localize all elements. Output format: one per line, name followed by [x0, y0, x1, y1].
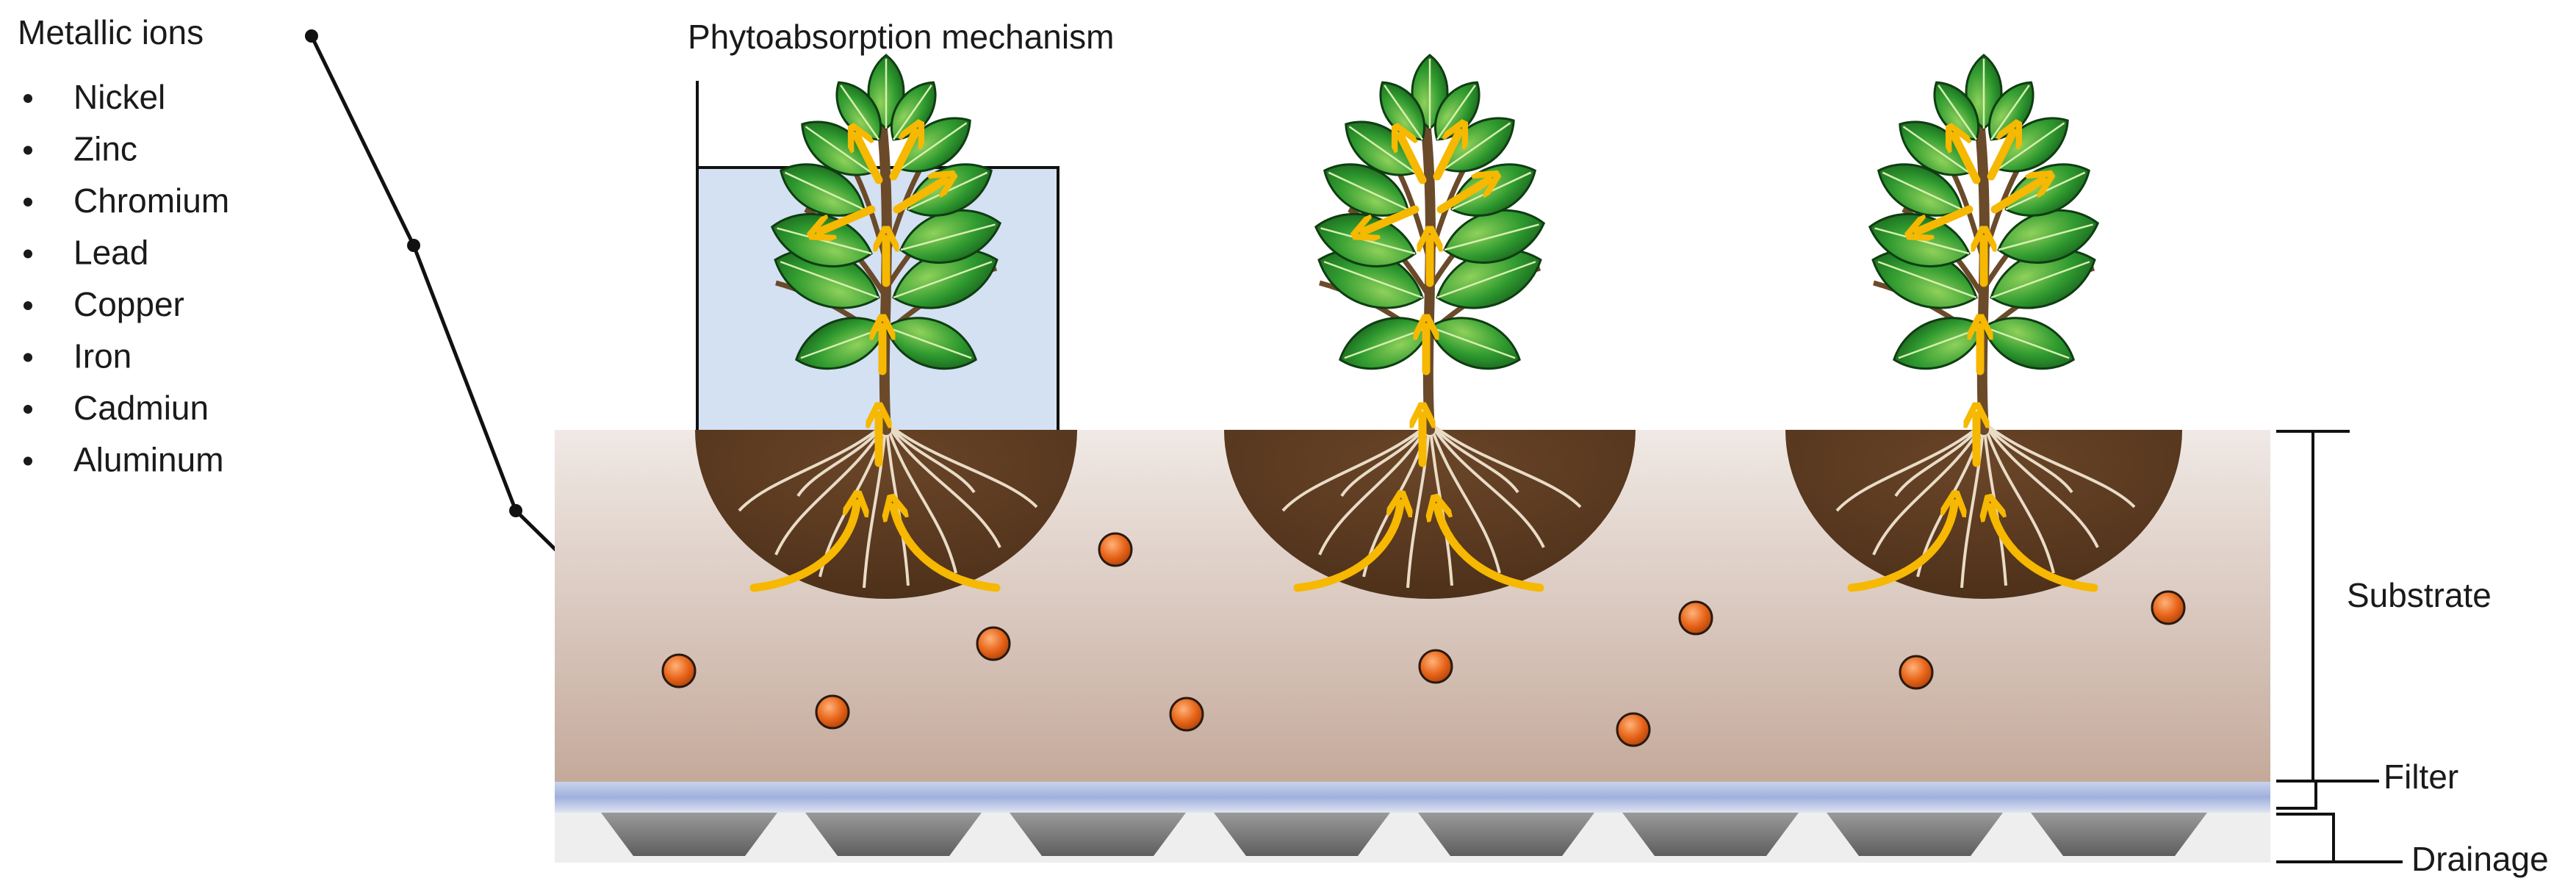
bullet-dot: [24, 249, 32, 259]
drainage-cells: [601, 813, 2207, 856]
drainage-cell: [805, 813, 982, 856]
ion-list-item: Aluminum: [24, 441, 224, 479]
uptake-arrow: [889, 132, 915, 181]
filter-layer: [555, 782, 2270, 813]
leaf: [1428, 317, 1521, 370]
metallic-ion: [815, 694, 850, 730]
plant: [1224, 54, 1636, 599]
ion-list-label: Cadmiun: [73, 389, 209, 427]
drainage-cell: [1214, 813, 1390, 856]
metallic-ions-list: Metallic ions NickelZincChromiumLeadCopp…: [18, 13, 229, 479]
metallic-ion: [1899, 655, 1934, 690]
plant: [1785, 54, 2182, 599]
plants: [695, 54, 2182, 599]
uptake-arrow: [893, 180, 945, 214]
metallic-ions-title: Metallic ions: [18, 13, 204, 51]
mechanism-highlight-box: [696, 166, 1059, 435]
ion-list-item: Copper: [24, 285, 184, 323]
ion-list-label: Zinc: [73, 130, 137, 168]
uptake-arrow: [1437, 507, 1544, 592]
ion-list-item: Chromium: [24, 181, 229, 220]
leaf: [892, 248, 999, 309]
leaf: [1990, 248, 2096, 309]
leaf: [1982, 317, 2075, 370]
uptake-arrow: [1293, 503, 1400, 592]
uptake-arrow: [1436, 180, 1489, 214]
uptake-arrow: [1847, 503, 1954, 592]
ion-list-label: Chromium: [73, 181, 229, 220]
plant: [695, 54, 1077, 599]
drainage-cell: [1010, 813, 1186, 856]
metallic-ion: [1616, 712, 1651, 747]
drainage-cell: [2031, 813, 2207, 856]
ion-list-label: Copper: [73, 285, 184, 323]
leaf: [795, 317, 888, 370]
ions: [661, 532, 2186, 747]
drainage-cell: [601, 813, 777, 856]
bullet-dot: [24, 405, 32, 414]
substrate-label: Substrate: [2347, 576, 2492, 614]
uptake-arrow: [1918, 205, 1974, 231]
leader-dot: [305, 29, 318, 43]
uptake-arrow: [1364, 205, 1420, 231]
leaf: [1436, 248, 1542, 309]
leaf: [1339, 317, 1431, 370]
leaf: [1893, 317, 1985, 370]
ion-list-label: Lead: [73, 234, 148, 272]
ion-list-item: Lead: [24, 234, 148, 272]
bullet-dot: [24, 353, 32, 362]
ion-list-label: Iron: [73, 337, 132, 375]
mechanism-title: Phytoabsorption mechanism: [688, 18, 1114, 56]
drainage-cell: [1418, 813, 1594, 856]
uptake-arrow: [893, 507, 1001, 592]
leader-dot: [407, 239, 420, 252]
ion-list-item: Iron: [24, 337, 132, 375]
drainage-bracket: [2276, 813, 2403, 863]
leaf: [1323, 163, 1409, 217]
bullet-dot: [24, 301, 32, 310]
leader-dot: [509, 504, 522, 517]
uptake-arrow: [1987, 132, 2013, 181]
ion-items: NickelZincChromiumLeadCopperIronCadmiunA…: [24, 78, 229, 479]
metallic-ion: [661, 653, 697, 688]
uptake-arrow: [1990, 180, 2043, 214]
leaf: [1997, 209, 2100, 264]
metallic-ion: [976, 626, 1011, 661]
bullet-dot: [24, 145, 32, 155]
uptake-arrow: [1954, 136, 1981, 184]
drainage-label: Drainage: [2411, 840, 2549, 878]
layer-brackets: Substrate Filter Drainage: [2276, 430, 2549, 878]
ion-list-label: Aluminum: [73, 441, 224, 479]
ion-list-item: Zinc: [24, 130, 137, 168]
metallic-ion: [1678, 600, 1713, 636]
bullet-dot: [24, 456, 32, 466]
metallic-ion: [2151, 590, 2186, 625]
ion-list-label: Nickel: [73, 78, 165, 116]
metallic-ion: [1169, 697, 1204, 732]
drainage-cell: [1622, 813, 1799, 856]
drainage-cell: [1827, 813, 2003, 856]
uptake-arrow: [1400, 136, 1427, 184]
uptake-arrow: [1433, 132, 1459, 181]
ion-list-item: Nickel: [24, 78, 165, 116]
leaf: [1443, 209, 1546, 264]
bullet-dot: [24, 198, 32, 206]
uptake-arrow: [749, 503, 857, 592]
leaf: [885, 317, 977, 370]
uptake-arrow: [820, 205, 876, 231]
leaf: [899, 209, 1002, 264]
uptake-arrow: [857, 136, 883, 184]
bullet-dot: [24, 94, 32, 103]
metallic-ion: [1418, 649, 1453, 684]
filter-label: Filter: [2383, 758, 2458, 796]
ion-list-item: Cadmiun: [24, 389, 209, 427]
metallic-ion: [1098, 532, 1133, 567]
uptake-arrow: [1991, 507, 2098, 592]
